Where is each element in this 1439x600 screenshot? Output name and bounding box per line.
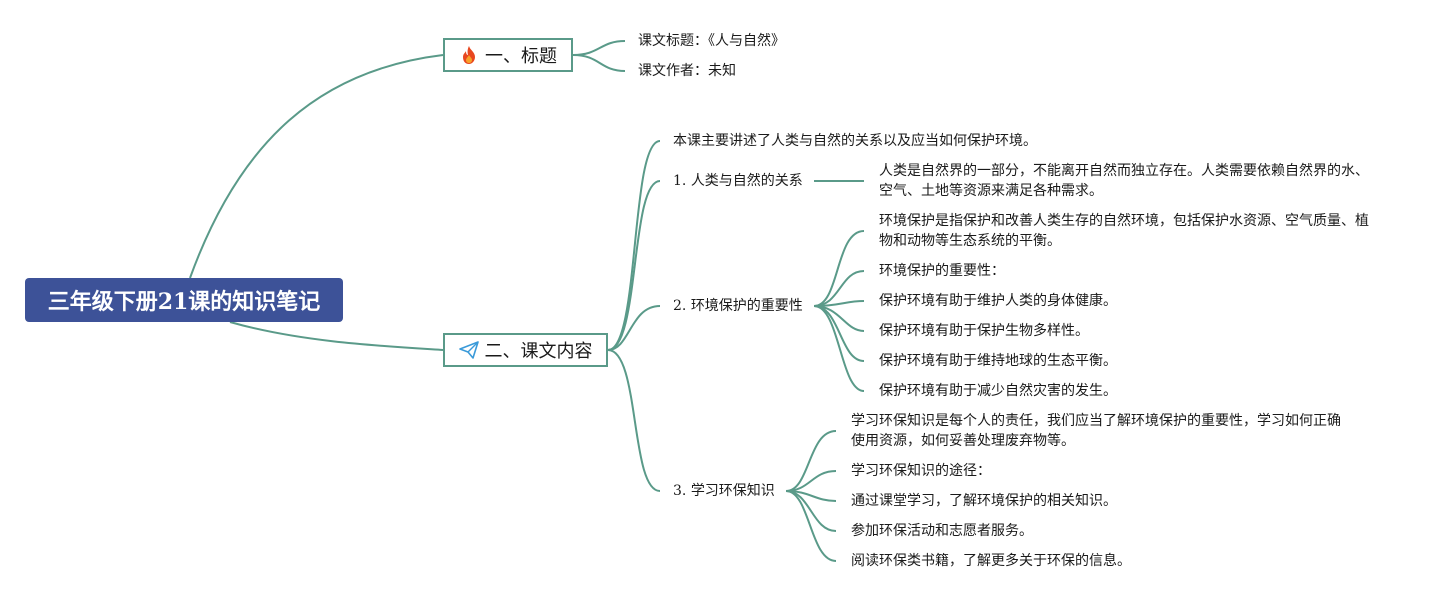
section-2-item-3: 保护环境有助于维护人类的身体健康。 [879,293,1117,309]
title-item-author: 课文作者：未知 [638,63,736,79]
branch-title-label: 一、标题 [485,46,557,67]
branch-content-label: 二、课文内容 [484,341,593,362]
branch-title-node[interactable]: 一、标题 [443,38,573,72]
section-1-number: 1. [673,173,687,189]
branch-content-node[interactable]: 二、课文内容 [443,333,608,367]
root-title: 三年级下册21课的知识笔记 [47,289,321,315]
section-2-item-2: 环境保护的重要性： [879,263,1005,279]
section-2-item-1: 环境保护是指保护和改善人类生存的自然环境，包括保护水资源、空气质量、植物和动物等… [879,213,1369,249]
section-3-item-3: 通过课堂学习，了解环境保护的相关知识。 [851,493,1117,509]
title-item-lesson: 课文标题：《人与自然》 [638,33,785,49]
section-2-label: 环境保护的重要性 [690,298,803,314]
content-intro: 本课主要讲述了人类与自然的关系以及应当如何保护环境。 [673,133,1037,149]
section-2-item-6: 保护环境有助于减少自然灾害的发生。 [879,383,1117,399]
section-2-number: 2. [673,298,687,314]
section-2-item-4: 保护环境有助于保护生物多样性。 [879,323,1089,339]
section-3-item-2: 学习环保知识的途径： [851,463,991,479]
section-3-item-1: 学习环保知识是每个人的责任，我们应当了解环境保护的重要性，学习如何正确使用资源，… [851,413,1341,449]
section-1-label: 人类与自然的关系 [690,173,803,189]
section-3-item-4: 参加环保活动和志愿者服务。 [851,523,1033,539]
paper-plane-icon [458,340,479,360]
fire-icon [459,45,479,65]
section-1-item-1: 人类是自然界的一部分，不能离开自然而独立存在。人类需要依赖自然界的水、空气、土地… [879,163,1369,199]
section-3-label: 学习环保知识 [690,483,775,499]
section-1-title[interactable]: 1. 人类与自然的关系 [673,171,803,191]
section-3-item-5: 阅读环保类书籍，了解更多关于环保的信息。 [851,553,1131,569]
section-3-title[interactable]: 3. 学习环保知识 [673,481,775,501]
section-2-item-5: 保护环境有助于维持地球的生态平衡。 [879,353,1117,369]
section-2-title[interactable]: 2. 环境保护的重要性 [673,296,803,316]
section-3-number: 3. [673,483,687,499]
root-node[interactable]: 三年级下册21课的知识笔记 [25,278,343,322]
